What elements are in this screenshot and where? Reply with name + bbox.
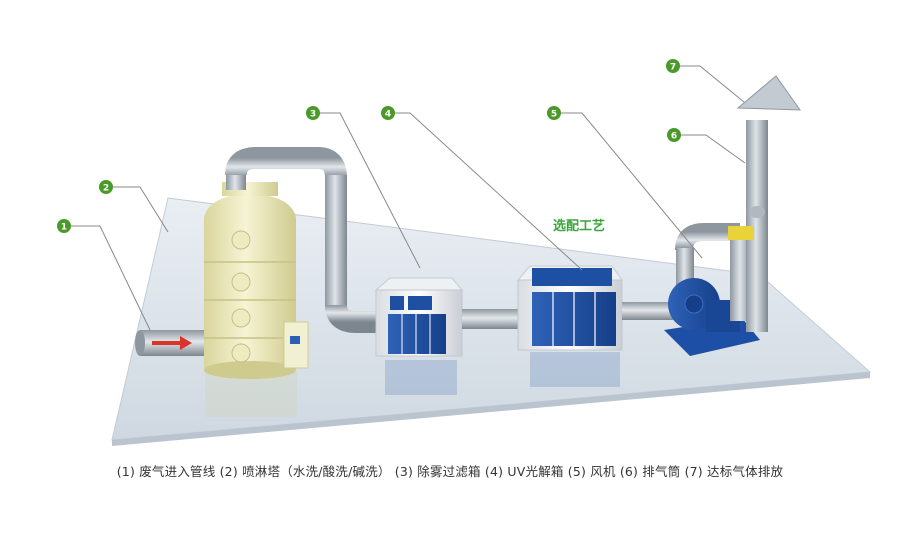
callout-number-7: 7 [670, 63, 676, 73]
callout-number-4: 4 [385, 110, 391, 120]
spray-tower [204, 182, 309, 379]
uv-photolysis-box [516, 265, 623, 351]
equipment-reflections [205, 352, 620, 417]
filter-to-uv-pipe [462, 309, 532, 329]
exhaust-stack [728, 75, 801, 332]
airflow-arrow-icon [152, 336, 192, 350]
callout-number-3: 3 [310, 110, 316, 120]
callout-number-2: 2 [103, 184, 109, 194]
fan-blower [664, 223, 760, 356]
diagram-caption: (1) 废气进入管线 (2) 喷淋塔（水洗/酸洗/碱洗） (3) 除雾过滤箱 (… [116, 464, 784, 479]
callout-badge-6 [667, 128, 681, 142]
uv-to-fan-pipe [622, 302, 678, 320]
callout-badge-2 [99, 180, 113, 194]
tower-to-filter-pipe [225, 147, 378, 333]
callout-number-1: 1 [61, 223, 67, 233]
pump-icon [290, 336, 300, 344]
callout-badge-5 [547, 106, 561, 120]
callout-badges [57, 59, 681, 233]
callout-numbers: 1 2 3 4 5 6 7 [61, 63, 677, 233]
callout-leader-lines [70, 65, 746, 331]
callout-badge-1 [57, 219, 71, 233]
optional-process-label: 选配工艺 [553, 218, 605, 234]
callout-number-5: 5 [551, 110, 557, 120]
callout-badge-4 [381, 106, 395, 120]
demister-filter-box [374, 277, 464, 357]
callout-number-6: 6 [671, 132, 677, 142]
callout-badge-3 [306, 106, 320, 120]
stack-rain-cap [736, 75, 801, 111]
callout-badge-7 [666, 59, 680, 73]
